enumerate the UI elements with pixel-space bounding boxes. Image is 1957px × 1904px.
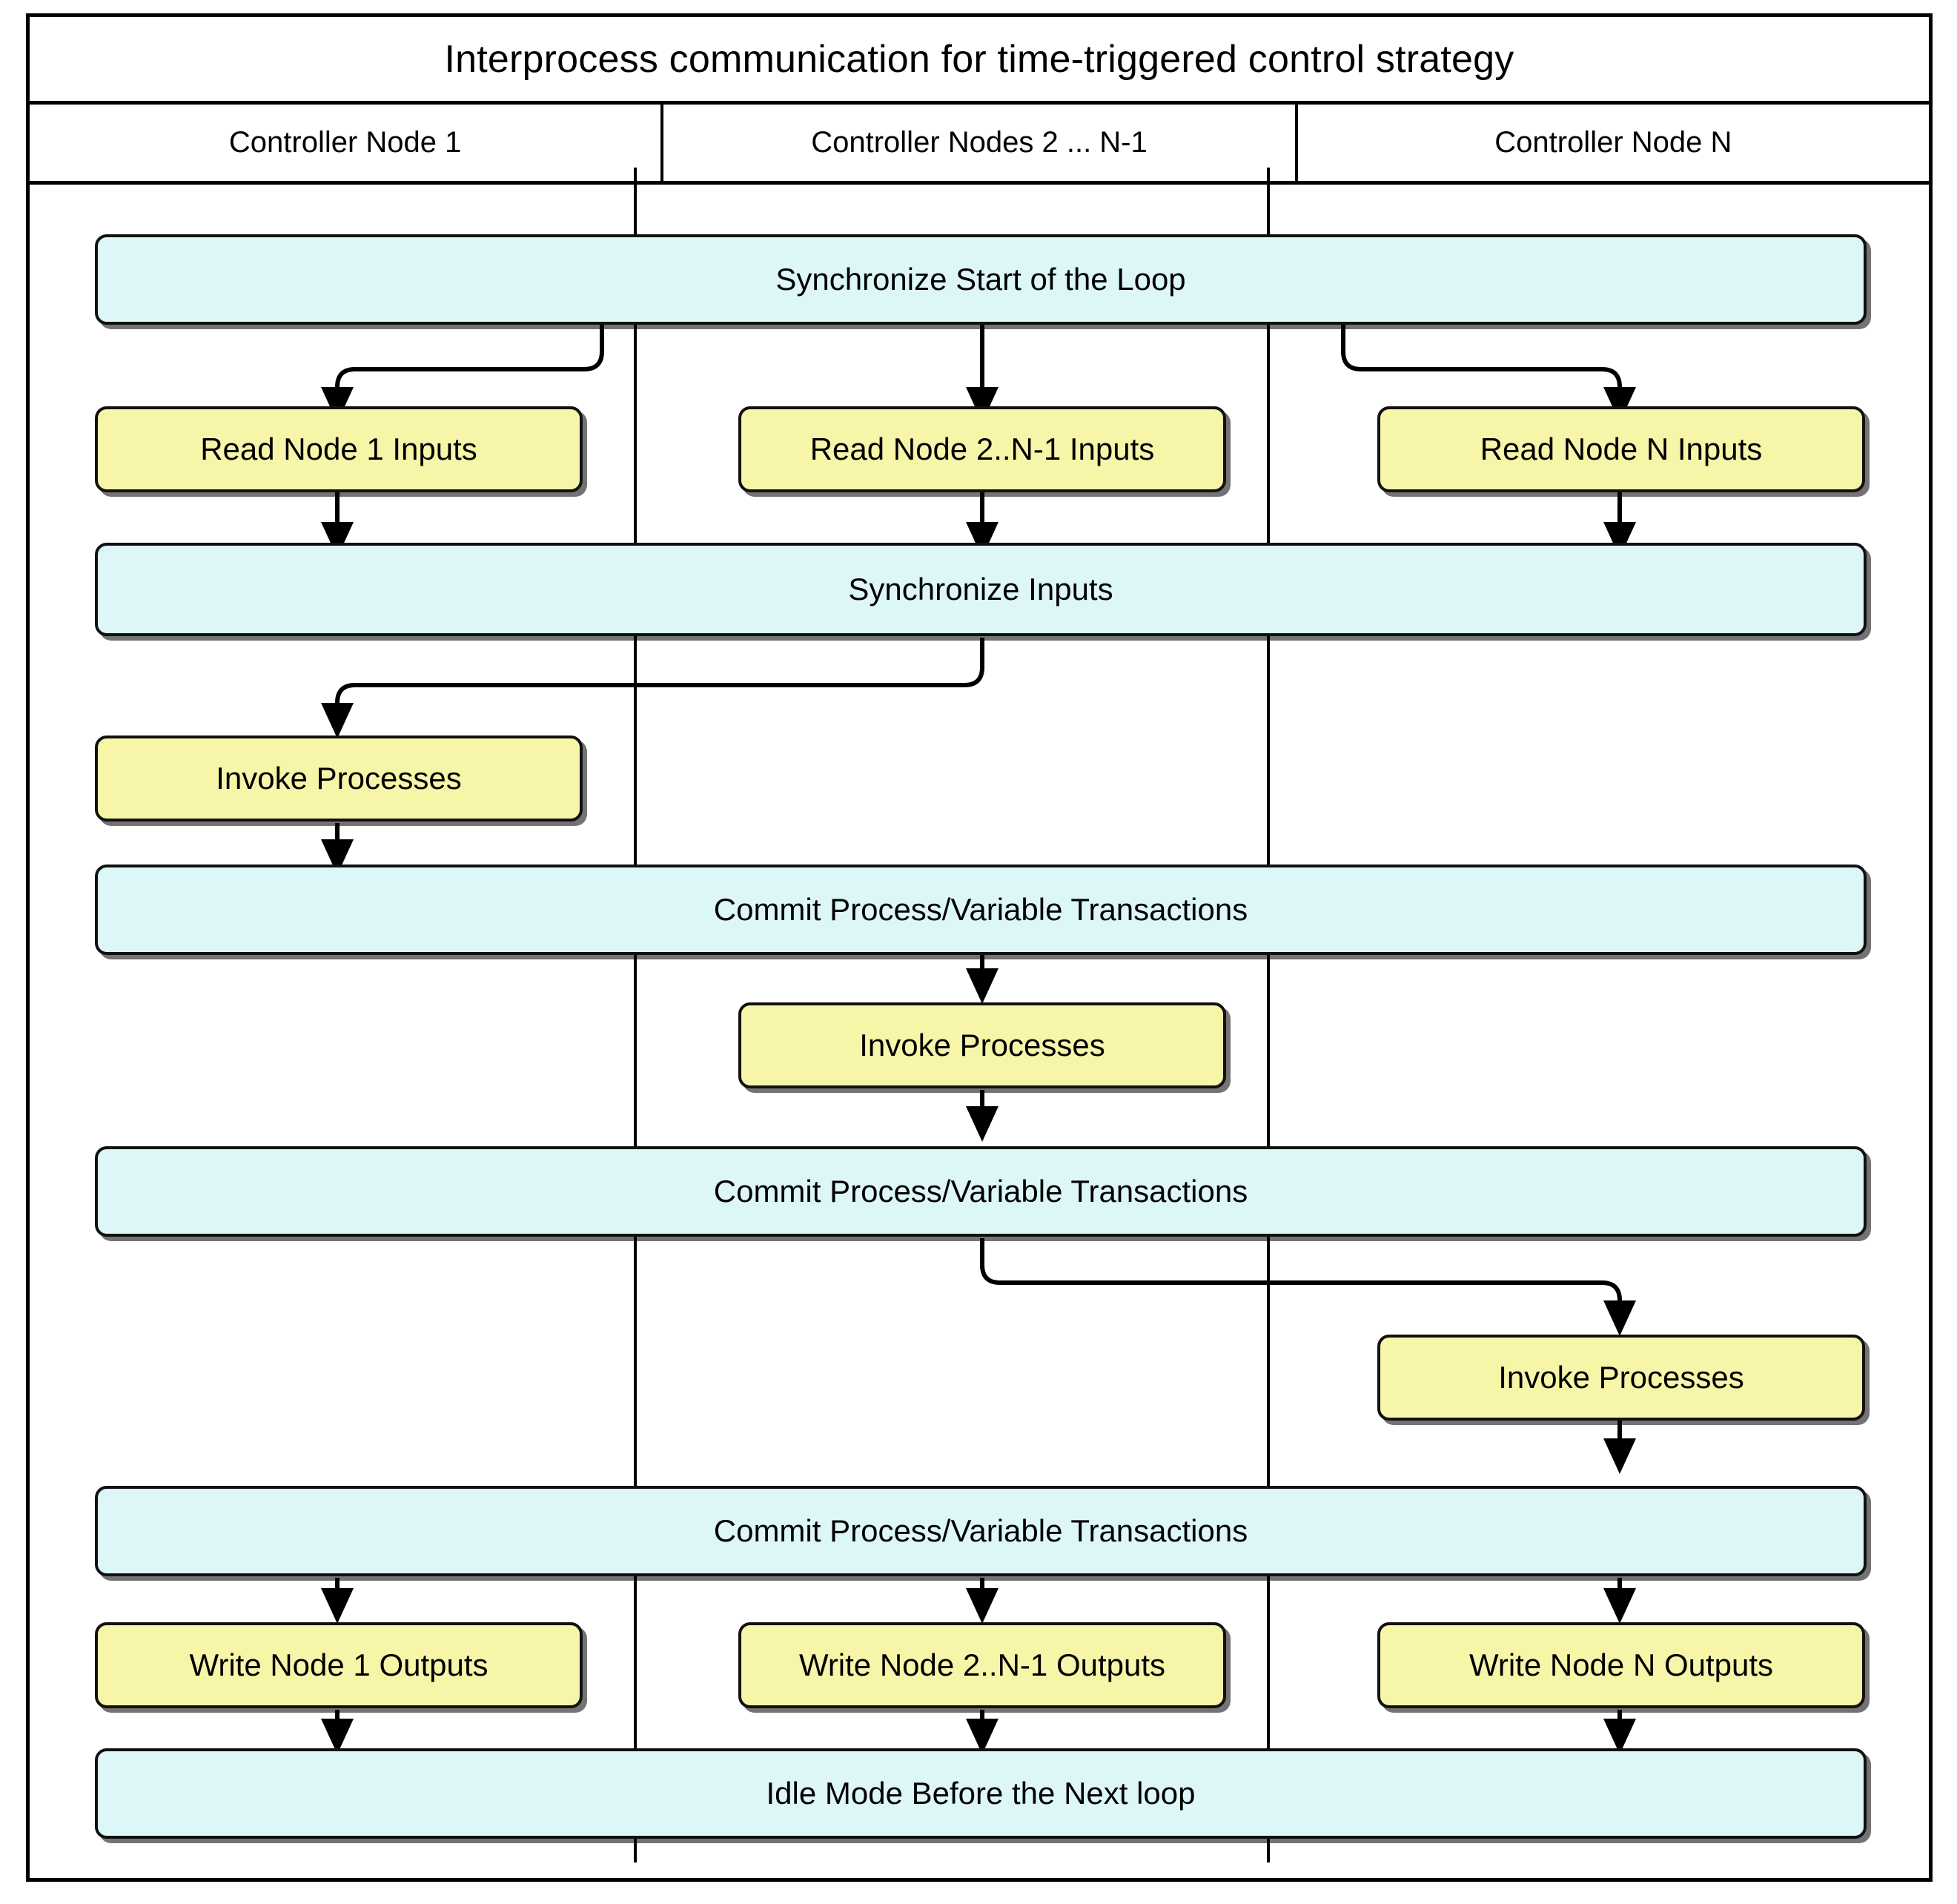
node-label: Read Node 1 Inputs [200,432,477,466]
node-invoke-processes-2[interactable]: Invoke Processes [738,1002,1226,1088]
node-idle-mode[interactable]: Idle Mode Before the Next loop [95,1748,1867,1839]
diagram-title-row: Interprocess communication for time-trig… [30,17,1929,105]
node-synchronize-inputs[interactable]: Synchronize Inputs [95,543,1867,636]
node-invoke-processes-3[interactable]: Invoke Processes [1377,1335,1865,1421]
node-commit-transactions-2[interactable]: Commit Process/Variable Transactions [95,1146,1867,1237]
node-commit-transactions-3[interactable]: Commit Process/Variable Transactions [95,1486,1867,1576]
column-header-node-1: Controller Node 1 [228,126,462,159]
column-header-nodes-2-n1: Controller Nodes 2 ... N-1 [660,105,1294,181]
node-read-node-2-n1-inputs[interactable]: Read Node 2..N-1 Inputs [738,406,1226,492]
node-read-node-1-inputs[interactable]: Read Node 1 Inputs [95,406,583,492]
node-synchronize-start[interactable]: Synchronize Start of the Loop [95,234,1867,325]
node-label: Synchronize Start of the Loop [775,262,1186,297]
node-label: Idle Mode Before the Next loop [766,1776,1196,1811]
lane-separator-2 [1267,168,1270,1862]
node-commit-transactions-1[interactable]: Commit Process/Variable Transactions [95,865,1867,955]
node-label: Commit Process/Variable Transactions [713,892,1248,927]
node-label: Write Node N Outputs [1468,1647,1774,1682]
node-label: Write Node 1 Outputs [189,1647,489,1682]
column-header-node-n: Controller Node N [1294,105,1929,181]
node-read-node-n-inputs[interactable]: Read Node N Inputs [1377,406,1865,492]
node-write-node-1-outputs[interactable]: Write Node 1 Outputs [95,1622,583,1708]
node-invoke-processes-1[interactable]: Invoke Processes [95,736,583,822]
node-label: Synchronize Inputs [848,572,1113,606]
lane-separator-1 [634,168,637,1862]
node-write-node-2-n1-outputs[interactable]: Write Node 2..N-1 Outputs [738,1622,1226,1708]
node-label: Invoke Processes [216,761,462,796]
page-title: Interprocess communication for time-trig… [444,37,1514,81]
node-label: Commit Process/Variable Transactions [713,1174,1248,1209]
node-label: Invoke Processes [1498,1360,1744,1395]
node-label: Read Node 2..N-1 Inputs [809,432,1155,466]
node-label: Commit Process/Variable Transactions [713,1513,1248,1548]
node-label: Write Node 2..N-1 Outputs [798,1647,1166,1682]
column-header-row: Controller Node 1 Controller Nodes 2 ...… [30,105,1929,185]
node-label: Read Node N Inputs [1480,432,1763,466]
node-label: Invoke Processes [859,1028,1105,1062]
node-write-node-n-outputs[interactable]: Write Node N Outputs [1377,1622,1865,1708]
